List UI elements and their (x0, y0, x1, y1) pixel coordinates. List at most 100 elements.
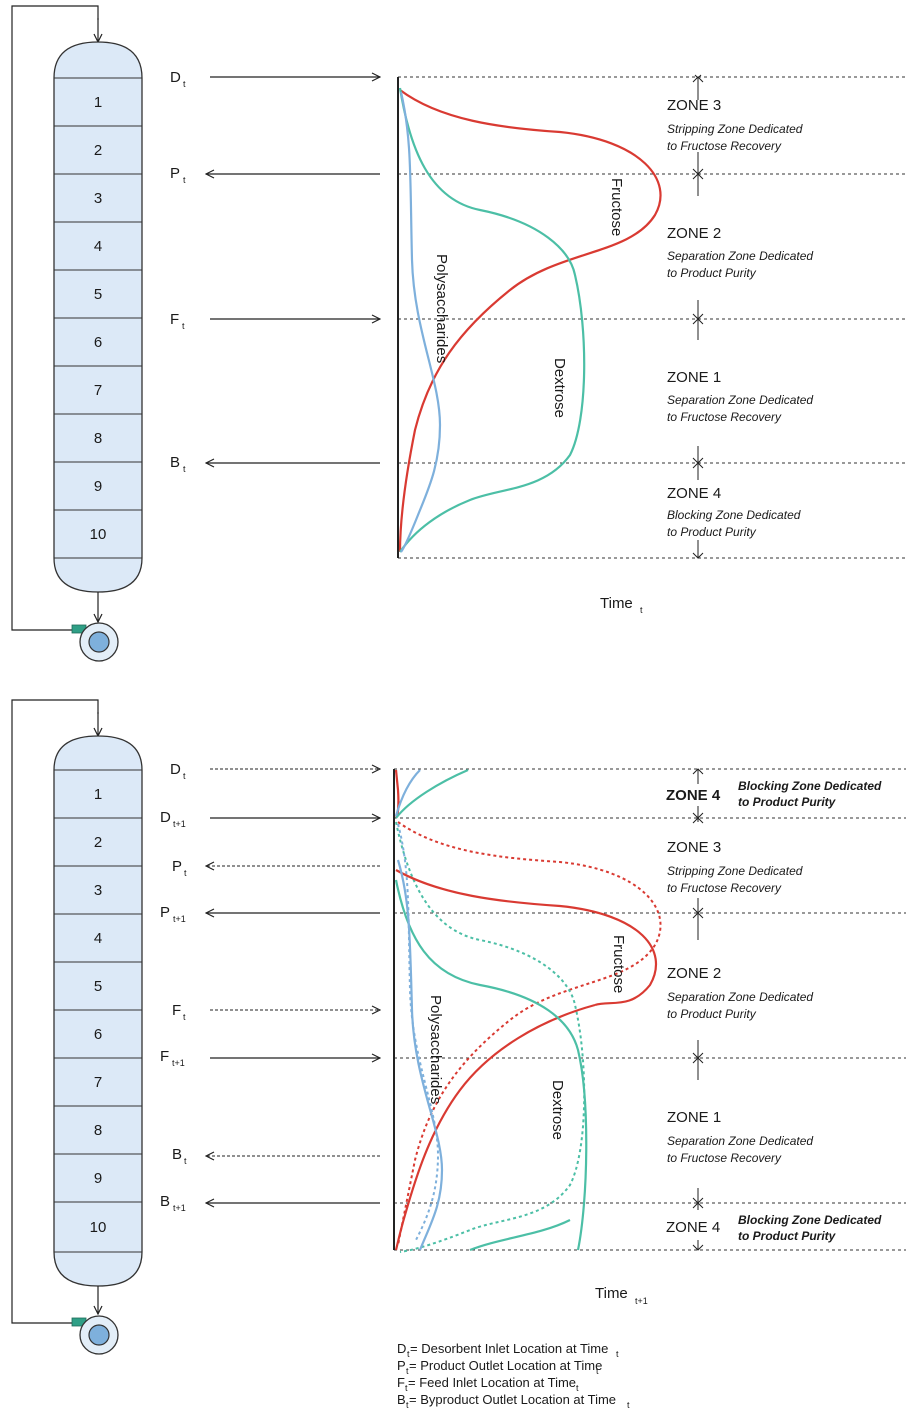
bottom-recycle-line (11, 699, 99, 1324)
bottom-segment-9: 9 (94, 1170, 102, 1187)
top-dextrose-curve (398, 87, 586, 553)
top-port-label-D: D (170, 69, 181, 86)
bottom-segment-dividers (54, 769, 142, 1253)
top-zone-4-desc2: to Product Purity (667, 525, 757, 539)
bottom-port-sub-Bt: t (184, 1156, 187, 1166)
legend-item-feed: F t = Feed Inlet Location at Time t (397, 1375, 579, 1393)
top-segment-3: 3 (94, 190, 102, 207)
bottom-zone-2-title: ZONE 2 (667, 965, 721, 982)
legend-time-sub-D: t (616, 1349, 619, 1359)
bottom-port-label-Bt1: B (160, 1193, 170, 1210)
bottom-fructose-label: Fructose (610, 935, 627, 993)
top-time-label: Time (600, 595, 633, 612)
top-zone-markers (692, 74, 704, 559)
bottom-zone-4a-desc2: to Product Purity (738, 795, 837, 809)
top-segment-6: 6 (94, 334, 102, 351)
top-port-P: P t (170, 165, 380, 185)
bottom-dextrose-curve-tail (469, 1219, 571, 1252)
top-zone-3-desc1: Stripping Zone Dedicated (667, 122, 803, 136)
legend-text-F: = Feed Inlet Location at Time (408, 1375, 576, 1390)
top-segment-7: 7 (94, 382, 102, 399)
legend: D t = Desorbent Inlet Location at Time t… (397, 1341, 630, 1410)
bottom-zone-1-desc1: Separation Zone Dedicated (667, 1134, 813, 1148)
top-zone-2-desc2: to Product Purity (667, 266, 757, 280)
legend-text-D: = Desorbent Inlet Location at Time (410, 1341, 608, 1356)
bottom-zone-3-desc2: to Fructose Recovery (667, 881, 782, 895)
bottom-port-label-Ft: F (172, 1002, 181, 1019)
legend-time-sub-P: t (596, 1366, 599, 1376)
bottom-dextrose-curve-previous (395, 821, 586, 1253)
top-polysaccharides-label: Polysaccharides (433, 254, 450, 363)
legend-item-byproduct: B t = Byproduct Outlet Location at Time … (397, 1392, 630, 1410)
top-segment-4: 4 (94, 238, 102, 255)
bottom-port-sub-Ft1: t+1 (172, 1058, 185, 1068)
legend-sub-B: t (406, 1400, 409, 1410)
legend-sub-F: t (405, 1383, 408, 1393)
bottom-zone-1-title: ZONE 1 (667, 1109, 721, 1126)
legend-sub-D: t (407, 1349, 410, 1359)
bottom-port-Dt: D t (170, 761, 380, 781)
top-pump-icon (71, 622, 119, 662)
bottom-port-sub-Dt: t (183, 771, 186, 781)
bottom-zone-4-top: ZONE 4 Blocking Zone Dedicated to Produc… (666, 779, 882, 809)
bottom-segment-3: 3 (94, 882, 102, 899)
bottom-zone-3-desc1: Stripping Zone Dedicated (667, 864, 803, 878)
bottom-port-sub-Pt: t (184, 868, 187, 878)
top-port-label-P: P (170, 165, 180, 182)
bottom-port-Pt: P t (172, 858, 380, 878)
bottom-port-sub-Bt1: t+1 (173, 1203, 186, 1213)
top-zone-2-title: ZONE 2 (667, 225, 721, 242)
bottom-pump-icon (71, 1315, 119, 1355)
bottom-dextrose-label: Dextrose (549, 1080, 566, 1140)
bottom-port-sub-Pt1: t+1 (173, 914, 186, 924)
top-zone-1: ZONE 1 Separation Zone Dedicated to Fruc… (667, 369, 813, 424)
bottom-fructose-curve-lower (394, 1003, 596, 1251)
bottom-polysaccharides-label: Polysaccharides (427, 995, 444, 1104)
bottom-segment-4: 4 (94, 930, 102, 947)
top-port-B: B t (170, 454, 380, 474)
bottom-port-label-Dt: D (170, 761, 181, 778)
legend-text-P: = Product Outlet Location at Time (409, 1358, 602, 1373)
top-fructose-curve (398, 89, 662, 553)
legend-sym-P: P (397, 1358, 406, 1373)
top-segment-1: 1 (94, 94, 102, 111)
top-panel: 1 2 3 4 5 6 7 8 9 10 D t P t (11, 5, 906, 662)
top-port-sub-P: t (183, 175, 186, 185)
bottom-zone-4b-desc1: Blocking Zone Dedicated (738, 1213, 882, 1227)
bottom-port-Pt1: P t+1 (160, 904, 380, 924)
top-zone-1-desc2: to Fructose Recovery (667, 410, 782, 424)
bottom-zone-2-desc2: to Product Purity (667, 1007, 757, 1021)
bottom-zone-4a-title: ZONE 4 (666, 787, 721, 804)
bottom-zone-4-bottom: ZONE 4 Blocking Zone Dedicated to Produc… (666, 1213, 882, 1243)
top-port-sub-B: t (183, 464, 186, 474)
top-zone-4-desc1: Blocking Zone Dedicated (667, 508, 801, 522)
legend-sym-D: D (397, 1341, 406, 1356)
bottom-fructose-curve-previous (397, 821, 662, 1246)
top-fructose-label: Fructose (608, 178, 625, 236)
bottom-zone-1: ZONE 1 Separation Zone Dedicated to Fruc… (667, 1109, 813, 1165)
top-port-label-F: F (170, 311, 179, 328)
bottom-segment-5: 5 (94, 978, 102, 995)
top-segment-9: 9 (94, 478, 102, 495)
bottom-port-sub-Dt1: t+1 (173, 819, 186, 829)
bottom-polysaccharides-curve-previous (397, 823, 440, 1241)
top-zone-4: ZONE 4 Blocking Zone Dedicated to Produc… (667, 485, 801, 539)
legend-sub-P: t (406, 1366, 409, 1376)
bottom-zone-markers (692, 768, 704, 1251)
top-segment-10: 10 (90, 526, 107, 543)
bottom-segment-10: 10 (90, 1219, 107, 1236)
top-port-D: D t (170, 69, 380, 89)
bottom-port-Bt1: B t+1 (160, 1193, 380, 1213)
bottom-port-Dt1: D t+1 (160, 809, 380, 829)
legend-item-product: P t = Product Outlet Location at Time t (397, 1358, 602, 1376)
bottom-zone-2-desc1: Separation Zone Dedicated (667, 990, 813, 1004)
top-zone-4-title: ZONE 4 (667, 485, 721, 502)
legend-sym-F: F (397, 1375, 405, 1390)
top-zone-3-title: ZONE 3 (667, 97, 721, 114)
top-zone-3: ZONE 3 Stripping Zone Dedicated to Fruct… (667, 97, 803, 153)
top-zone-1-title: ZONE 1 (667, 369, 721, 386)
top-zone-2: ZONE 2 Separation Zone Dedicated to Prod… (667, 225, 813, 280)
top-zone-2-desc1: Separation Zone Dedicated (667, 249, 813, 263)
legend-time-sub-B: t (627, 1400, 630, 1410)
